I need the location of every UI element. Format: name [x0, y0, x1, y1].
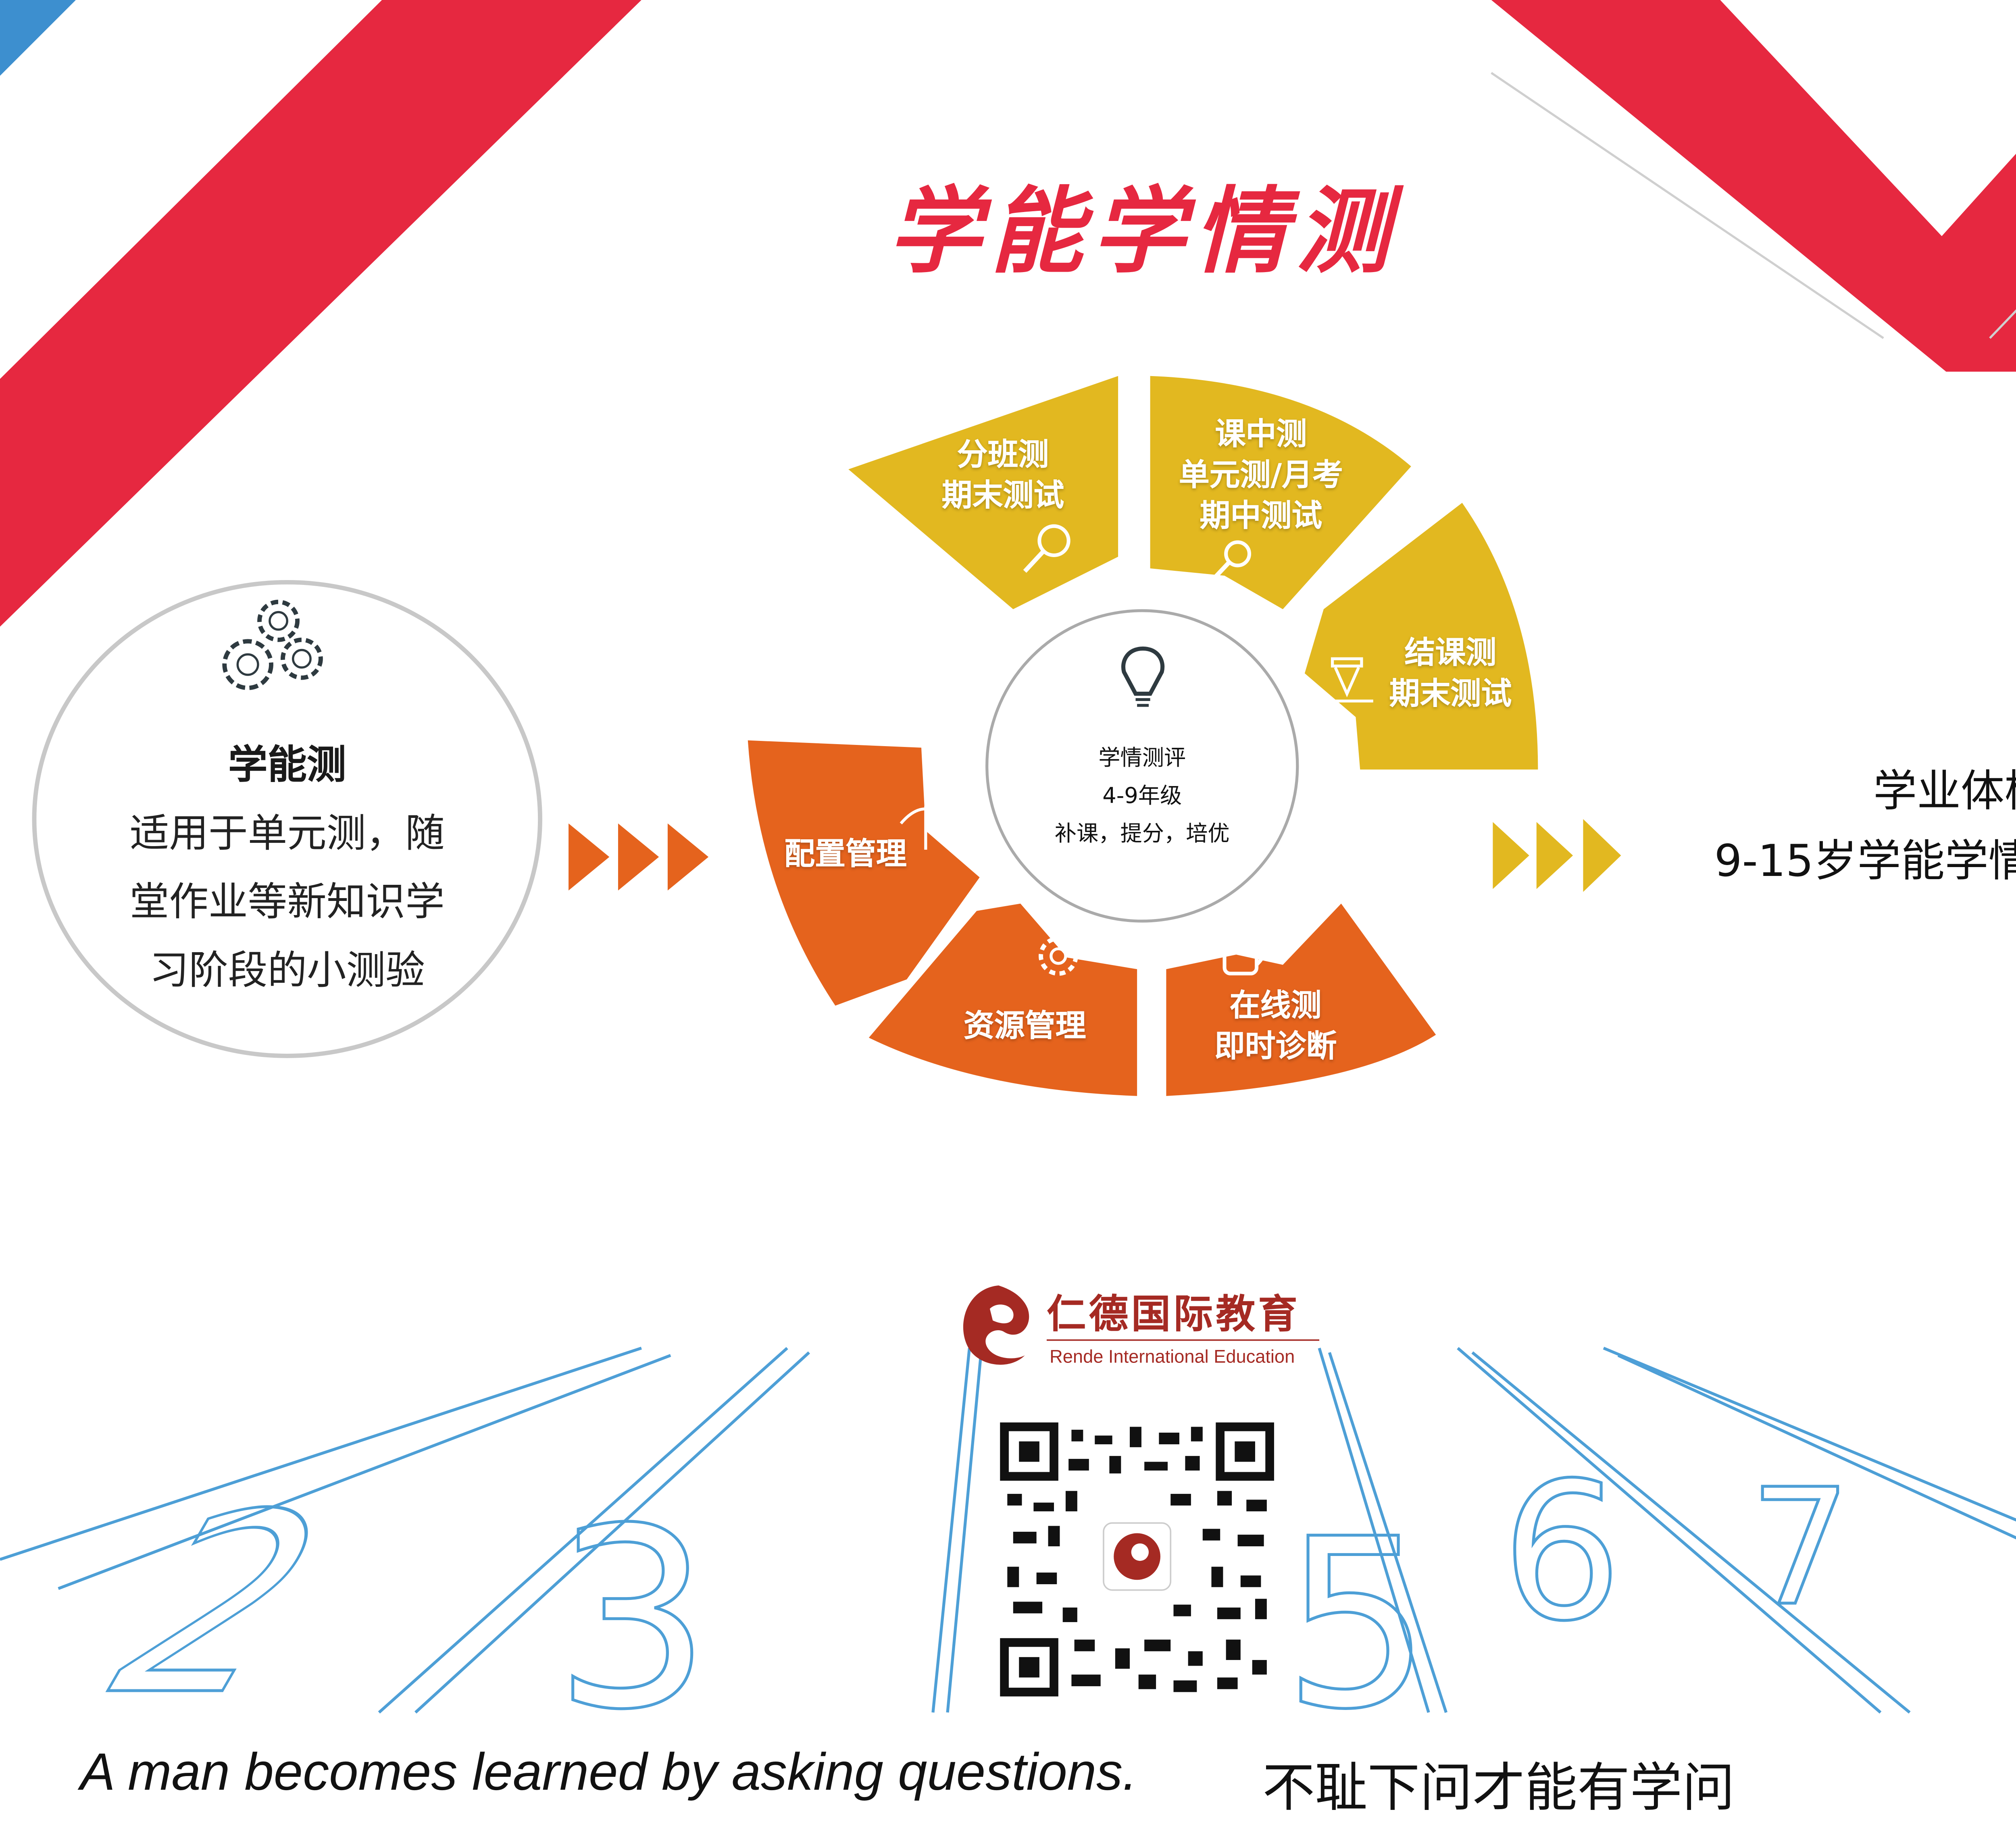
segment-label-in-class: 课中测单元测/月考期中测试 [1179, 417, 1343, 534]
qr-code-icon[interactable] [998, 1421, 1276, 1698]
center-hub: 学情测评 4-9年级 补课，提分，培优 [985, 609, 1299, 923]
svg-text:3: 3 [554, 1475, 712, 1720]
gears-icon [222, 599, 323, 690]
segment-final-test [1304, 503, 1538, 770]
lightbulb-icon [1121, 646, 1165, 707]
ability-test-description: 适用于单元测，随 堂作业等新知识学 习阶段的小测验 [80, 800, 494, 1006]
svg-text:7: 7 [1749, 1454, 1851, 1641]
center-line-grades: 4-9年级 [1102, 782, 1182, 809]
segment-label-placement: 分班测期末测试 [941, 437, 1064, 513]
segment-label-online: 在线测即时诊断 [1214, 988, 1337, 1064]
gear-icon [1039, 936, 1078, 976]
academic-checkup-text: 学业体检 9-15岁学能学情综合检测 [1662, 758, 2016, 898]
rende-logo-icon [963, 1285, 1029, 1365]
logo-divider [1046, 1339, 1320, 1341]
red-diagonal-stripe [0, 0, 641, 627]
checkup-title: 学业体检 [1873, 766, 2016, 818]
description-line: 堂作业等新知识学 [129, 880, 445, 926]
key-icon [1204, 540, 1252, 589]
center-line-goals: 补课，提分，培优 [1054, 820, 1230, 847]
svg-text:2: 2 [56, 1461, 380, 1720]
blue-stripe [0, 0, 76, 76]
coffee-cup-icon [1223, 924, 1266, 976]
arrows-right-icon [1493, 819, 1621, 892]
quote-english: A man becomes learned by asking question… [80, 1741, 1137, 1801]
magnifier-icon [1023, 524, 1070, 573]
segment-config-management [748, 740, 980, 1006]
arrows-right-icon [569, 823, 709, 891]
segment-online-test [1166, 903, 1436, 1096]
red-chevron [1491, 0, 2016, 372]
description-line: 适用于单元测，随 [129, 811, 445, 857]
brand-name-cn: 仁德国际教育 [1046, 1292, 1301, 1338]
checkup-subtitle: 9-15岁学能学情综合检测 [1714, 836, 2016, 888]
brand-name-en: Rende International Education [1050, 1346, 1295, 1367]
svg-text:5: 5 [1283, 1489, 1431, 1720]
quote-chinese: 不耻下问才能有学问 [1262, 1759, 1735, 1819]
segment-label-final: 结课测期末测试 [1389, 635, 1512, 711]
segment-placement-test [848, 376, 1118, 609]
page-title: 学能学情测 [887, 179, 1398, 287]
segment-label-resource: 资源管理 [963, 1008, 1086, 1044]
umbrella-icon [900, 806, 952, 850]
ability-test-card: 学能测 适用于单元测，随 堂作业等新知识学 习阶段的小测验 [32, 580, 542, 1058]
running-track-background: 2 3 5 6 7 [0, 1346, 2016, 1720]
ability-test-title: 学能测 [228, 743, 346, 788]
pen-nib-icon [1320, 657, 1373, 703]
description-line: 习阶段的小测验 [149, 949, 425, 994]
segment-label-config: 配置管理 [784, 836, 907, 872]
segment-resource-management [868, 903, 1137, 1096]
svg-text:6: 6 [1502, 1442, 1622, 1662]
center-line-title: 学情测评 [1098, 745, 1186, 771]
segment-in-class-test [1150, 376, 1411, 609]
